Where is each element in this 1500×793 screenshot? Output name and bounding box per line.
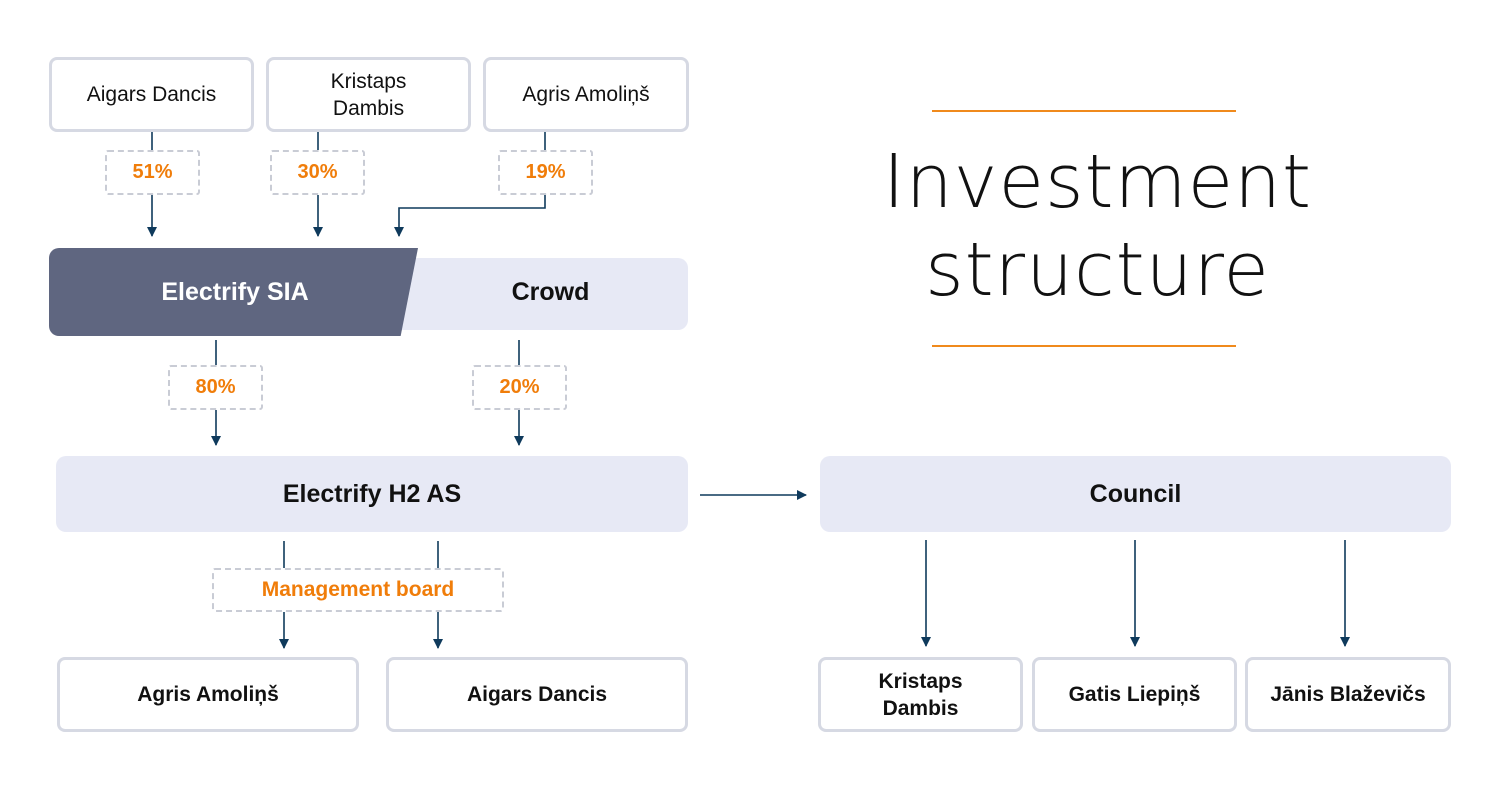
share-badge-electrify-sia: 80%	[168, 365, 263, 410]
title-bottom-rule	[932, 345, 1236, 347]
member-label: Gatis Liepiņš	[1068, 683, 1201, 706]
electrify-sia-label: Electrify SIA	[161, 277, 309, 306]
share-badge-aigars: 51%	[105, 150, 200, 195]
management-member-agris-amolins: Agris Amoliņš	[57, 657, 359, 732]
share-value: 19%	[525, 161, 566, 183]
shareholder-label: Agris Amoliņš	[522, 83, 650, 106]
title-line-1: Investment	[882, 139, 1313, 225]
council-member-gatis-liepins: Gatis Liepiņš	[1032, 657, 1237, 732]
council-box: Council	[820, 456, 1451, 532]
management-board-badge: Management board	[212, 568, 504, 612]
electrify-h2-as-label: Electrify H2 AS	[282, 479, 462, 508]
crowd-label: Crowd	[511, 277, 590, 306]
member-label: Kristaps Dambis	[878, 669, 963, 720]
shareholder-kristaps-dambis: Kristaps Dambis	[266, 57, 471, 132]
share-badge-kristaps: 30%	[270, 150, 365, 195]
page-title: Investment structure	[860, 138, 1335, 314]
share-value: 80%	[195, 376, 236, 398]
shareholder-label: Aigars Dancis	[86, 83, 217, 106]
title-top-rule	[932, 110, 1236, 112]
electrify-h2-as-box: Electrify H2 AS	[56, 456, 688, 532]
shareholder-agris-amolins: Agris Amoliņš	[483, 57, 689, 132]
council-label: Council	[1089, 479, 1182, 508]
management-board-label: Management board	[261, 578, 455, 601]
council-member-janis-blazevics: Jānis Blaževičs	[1245, 657, 1451, 732]
arrow-agris	[394, 195, 546, 237]
council-member-kristaps-dambis: Kristaps Dambis	[818, 657, 1023, 732]
shareholder-label: Kristaps Dambis	[330, 69, 407, 120]
member-label: Aigars Dancis	[466, 683, 608, 706]
share-value: 20%	[499, 376, 540, 398]
electrify-sia-box	[49, 248, 418, 336]
share-badge-crowd: 20%	[472, 365, 567, 410]
share-value: 51%	[132, 161, 173, 183]
member-label: Jānis Blaževičs	[1270, 683, 1426, 706]
management-member-aigars-dancis: Aigars Dancis	[386, 657, 688, 732]
holding-bar: Electrify SIA Crowd	[49, 248, 688, 336]
share-badge-agris: 19%	[498, 150, 593, 195]
member-label: Agris Amoliņš	[137, 683, 279, 706]
title-line-2: structure	[925, 227, 1270, 313]
share-value: 30%	[297, 161, 338, 183]
shareholder-aigars-dancis: Aigars Dancis	[49, 57, 254, 132]
